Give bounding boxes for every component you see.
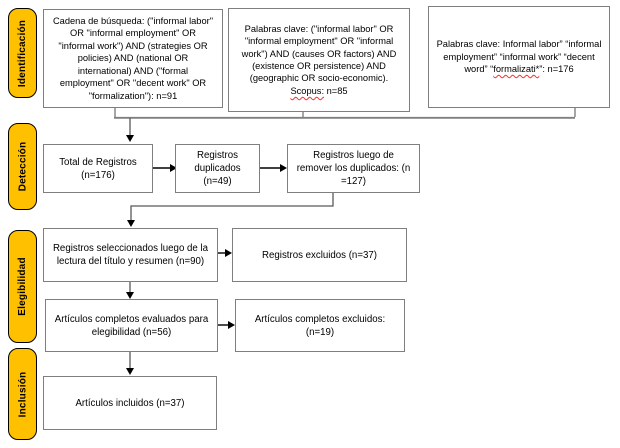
records-title-abstract-text: Registros seleccionados luego de la lect…: [52, 243, 209, 267]
stage-label-inclusion: Inclusión: [8, 348, 37, 440]
records-excluded-text: Registros excluidos (n=37): [262, 249, 377, 261]
arrow-fulltext-to-fullexcluded: [218, 321, 235, 329]
fulltext-excluded-text: Artículos completos excluidos: (n=19): [254, 313, 386, 338]
box-search-string-1: Cadena de búsqueda: ("informal labor" OR…: [43, 9, 223, 108]
stage-label-text: Identificación: [17, 19, 29, 87]
arrow-titleabs-to-excluded: [218, 249, 232, 257]
elbow-afterdup-to-titleabs: [127, 193, 334, 227]
stage-label-text: Elegibilidad: [17, 257, 28, 316]
box-search-string-3: Palabras clave: Informal labor” “informa…: [428, 6, 610, 108]
arrow-titleabs-to-fulltext: [126, 282, 134, 299]
stage-label-elegibilidad: Elegibilidad: [8, 230, 37, 343]
stage-label-deteccion: Detección: [8, 123, 37, 210]
articles-included-text: Artículos incluidos (n=37): [75, 397, 185, 409]
top-bracket-connector: [114, 108, 576, 119]
box-articles-included: Artículos incluidos (n=37): [43, 376, 217, 430]
box-fulltext-assessed: Artículos completos evaluados para elegi…: [45, 299, 218, 352]
arrow-total-to-duplicates: [153, 164, 177, 172]
fulltext-assessed-text: Artículos completos evaluados para elegi…: [54, 313, 209, 338]
box-search-string-2: Palabras clave: ("informal labor" OR "in…: [228, 8, 410, 112]
search3-spellcheck-text: formalizati*: [493, 64, 540, 75]
records-after-duplicates-text: Registros luego de remover los duplicado…: [296, 150, 411, 187]
total-records-text: Total de Registros (n=176): [59, 156, 137, 181]
box-fulltext-excluded: Artículos completos excluidos: (n=19): [235, 299, 405, 352]
search1-text: Cadena de búsqueda: ("informal labor" OR…: [52, 15, 214, 101]
search2-spellcheck-text: Scopus:: [290, 85, 325, 96]
search2-text: Palabras clave: ("informal labor" OR "in…: [241, 23, 397, 84]
stage-label-identificacion: Identificación: [8, 8, 37, 98]
search2-text-after: n=85: [324, 85, 348, 96]
box-duplicate-records: Registros duplicados (n=49): [175, 144, 260, 193]
arrow-duplicates-to-afterdup: [260, 164, 287, 172]
search3-text: Palabras clave: Informal labor” “informa…: [436, 39, 602, 75]
box-records-after-duplicates: Registros luego de remover los duplicado…: [287, 144, 420, 193]
search3-text-after: ”: n=176: [539, 64, 574, 75]
duplicate-records-text: Registros duplicados (n=49): [194, 150, 241, 187]
box-total-records: Total de Registros (n=176): [43, 144, 153, 193]
box-records-title-abstract: Registros seleccionados luego de la lect…: [43, 228, 218, 282]
arrow-to-total: [126, 118, 134, 142]
stage-label-text: Detección: [17, 141, 28, 192]
arrow-fulltext-to-included: [126, 352, 134, 375]
box-records-excluded: Registros excluidos (n=37): [232, 228, 407, 282]
stage-label-text: Inclusión: [17, 371, 29, 417]
